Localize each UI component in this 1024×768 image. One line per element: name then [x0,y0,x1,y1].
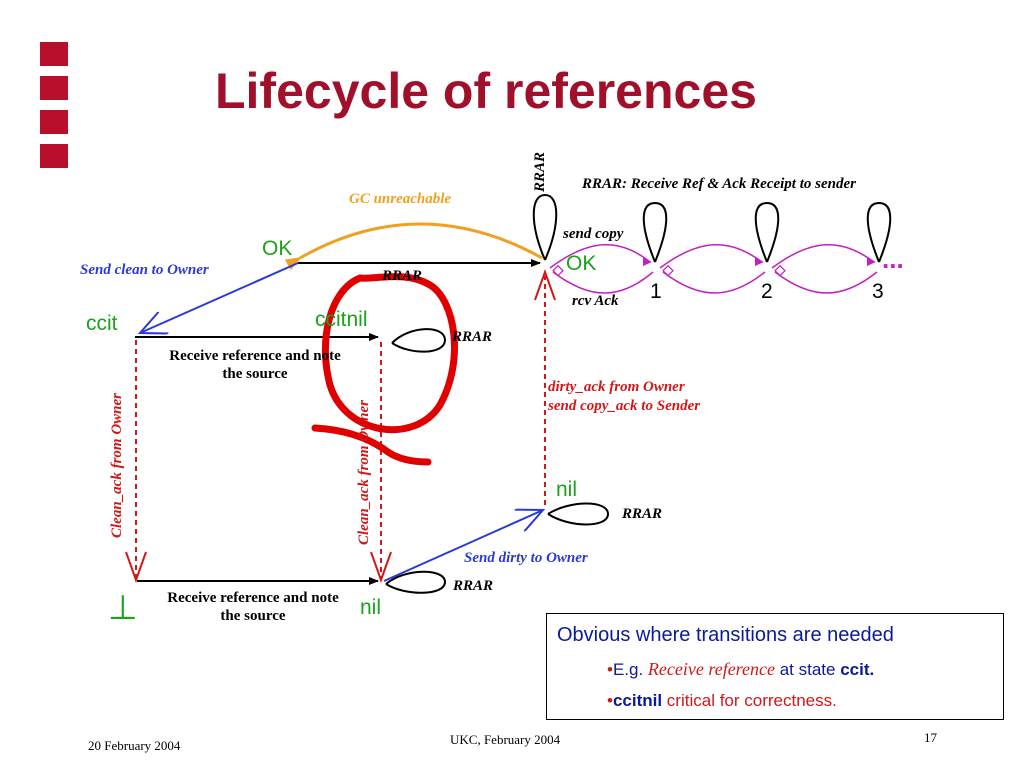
bullet-dot: • [607,660,613,679]
hand-drawn-circle [321,273,458,434]
label-rcv-ack: rcv Ack [572,293,619,309]
loop-nil-right-rrar [547,502,610,526]
footer-date: 20 February 2004 [88,738,181,753]
footer-center: UKC, February 2004 [450,732,561,747]
label-dirty-ack: dirty_ack from Owner [548,379,685,395]
state-ccitnil: ccitnil [315,308,368,331]
note-line-2-italic: Receive reference [647,659,775,679]
loop-nil-bottom-rrar [385,570,447,594]
state-ccit: ccit [86,312,118,335]
loop-ok-rrar [532,193,558,261]
state-3: 3 [872,280,884,303]
title-bullet-square [40,42,68,66]
label-receive-reference-2: Receive reference and note the source [167,590,339,624]
title-bullet-square [40,110,68,134]
note-line-3-bold: ccitnil [612,691,663,710]
chain-tail-1 [662,264,674,277]
bullet-dot: • [607,691,613,710]
note-line-3: •ccitnil critical for correctness. [607,691,837,711]
state-ok-right: OK [566,252,597,275]
state-1: 1 [650,280,662,303]
edge-send-clean [140,262,299,333]
arrowhead-clean-ack-left [125,551,147,583]
hand-drawn-tail [311,424,432,466]
label-rrar-mid: RRAR [382,268,423,284]
label-rrar-top: RRAR [532,151,548,192]
note-line-1: Obvious where transitions are needed [557,624,894,646]
page-number: 17 [924,730,937,745]
label-send-dirty: Send dirty to Owner [464,550,588,566]
chain-1-2-lower [662,271,766,294]
chain-ok-1-upper [549,243,651,269]
note-line-2-mid: at state [775,660,841,679]
chain-tail-2 [774,264,786,277]
label-gc-unreachable: GC unreachable [349,191,452,207]
chain-ok-1-lower [552,271,654,294]
loop-ccitnil-rrar [391,328,447,353]
label-clean-ack-mid: Clean_ack from Owner [356,399,372,545]
state-ok-left: OK [262,237,293,260]
label-send-copy: send copy [563,226,624,242]
label-send-copy-ack: send copy_ack to Sender [548,398,701,414]
chain-2-3-upper [771,243,875,269]
chain-head-3 [867,258,876,266]
label-clean-ack-left: Clean_ack from Owner [109,392,125,538]
state-2: 2 [761,280,773,303]
title-bullet-square [40,144,68,168]
note-line-3-rest: critical for correctness. [662,691,837,710]
chain-head-1 [643,258,652,266]
label-rrar-ccitnil: RRAR [452,329,493,345]
arrowhead-clean-ack-mid [370,551,392,583]
chain-1-2-upper [659,243,763,269]
note-line-2-bold: ccit. [840,660,875,679]
loop-2 [754,201,780,263]
label-receive-reference-1: Receive reference and note the source [169,348,341,382]
loop-3 [866,201,892,263]
state-bottom: ⊥ [108,589,138,627]
arrowhead-dirty-ack [534,269,556,301]
label-rrar-legend: RRAR: Receive Ref & Ack Receipt to sende… [582,176,856,192]
slide-title: Lifecycle of references [215,63,757,119]
note-box: Obvious where transitions are needed •E.… [546,613,1004,720]
label-rrar-nil-bottom: RRAR [453,578,494,594]
chain-head-2 [755,258,764,266]
note-line-2-prefix: E.g. [612,660,648,679]
label-rrar-nil-right: RRAR [622,506,663,522]
note-line-2: •E.g. Receive reference at state ccit. [607,659,874,680]
edge-send-dirty [383,510,543,582]
state-nil-bottom: nil [360,596,382,619]
chain-ellipsis: ... [882,244,904,274]
chain-2-3-lower [774,271,878,294]
label-send-clean: Send clean to Owner [80,262,209,278]
loop-1 [642,201,668,263]
edge-gc-unreachable [284,222,543,271]
title-bullet-square [40,76,68,100]
chain-tail-0 [552,264,564,277]
state-nil-right: nil [556,478,578,501]
